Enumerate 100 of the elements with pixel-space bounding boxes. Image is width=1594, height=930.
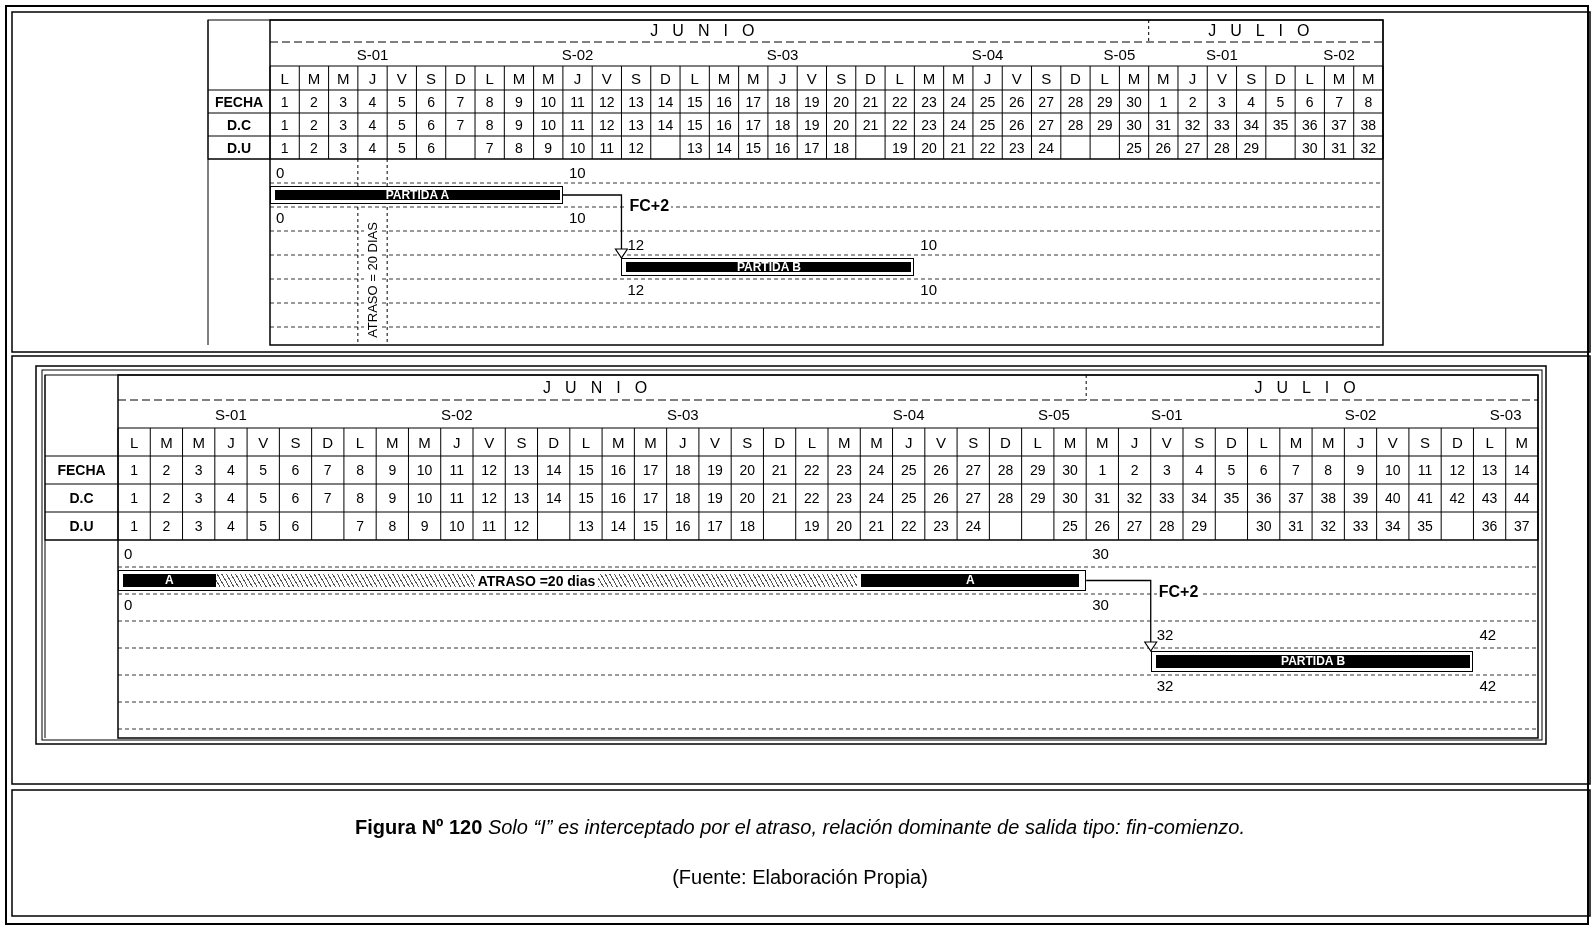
table-cell-text: 25 — [1061, 517, 1079, 536]
table-cell-text: 21 — [861, 92, 880, 112]
table-cell-text: 30 — [1061, 489, 1079, 508]
table-cell-text: 19 — [803, 115, 821, 135]
dependency-arrow — [562, 194, 629, 259]
week-header: S-02 — [440, 404, 474, 425]
table-cell-text: 31 — [1093, 489, 1112, 508]
table-cell-text: 11 — [569, 92, 586, 112]
week-header: S-03 — [765, 44, 800, 65]
table-cell-text: 18 — [773, 115, 792, 135]
table-cell-text: 10 — [1383, 461, 1402, 480]
table-cell-text: 15 — [685, 92, 704, 112]
table-cell-text: 38 — [1359, 115, 1378, 135]
table-cell-text: 3 — [193, 489, 204, 508]
table-cell-text: 4 — [1246, 92, 1257, 112]
row-header: FECHA — [56, 461, 107, 480]
source-note: (Fuente: Elaboración Propia) — [671, 865, 929, 890]
table-cell-text: 22 — [899, 517, 918, 536]
week-header: S-01 — [355, 44, 390, 65]
table-cell-text: 22 — [803, 489, 821, 508]
day-letter-cell-text: V — [1010, 68, 1023, 89]
table-cell-text: 35 — [1222, 489, 1241, 508]
week-header: S-02 — [1322, 44, 1356, 65]
week-header: S-03 — [1488, 404, 1523, 425]
bar-value: 32 — [1156, 626, 1174, 644]
day-letter-cell-text: S — [967, 432, 980, 453]
table-cell-text: 13 — [685, 138, 704, 158]
bar-value: 0 — [124, 596, 133, 614]
table-cell-text: 5 — [258, 489, 269, 508]
table-cell-text: 13 — [627, 92, 645, 112]
day-letter-cell-text: L — [1484, 432, 1495, 453]
table-cell-text: 36 — [1254, 489, 1273, 508]
day-letter-cell-text: J — [777, 68, 788, 89]
table-cell-text: 4 — [367, 138, 378, 158]
day-letter-cell-text: S — [1419, 432, 1432, 453]
table-cell-text: 5 — [396, 92, 407, 112]
table-cell-text: 1 — [129, 489, 140, 508]
table-cell-text: 13 — [512, 461, 531, 480]
table-cell-text: 16 — [609, 461, 627, 480]
table-cell-text: 43 — [1480, 489, 1499, 508]
day-letter-cell-text: V — [934, 432, 947, 453]
table-cell-text: 15 — [641, 517, 660, 536]
table-cell-text: 20 — [832, 92, 850, 112]
table-cell-text: 5 — [396, 115, 407, 135]
month-header: JULIO — [1253, 377, 1371, 398]
day-letter-cell-text: M — [1331, 68, 1347, 89]
table-cell-text: 15 — [744, 138, 763, 158]
table-cell-text: 31 — [1330, 138, 1348, 158]
day-letter-cell-text: L — [1099, 68, 1110, 89]
day-letter-cell-text: J — [903, 432, 914, 453]
table-cell-text: 21 — [770, 461, 789, 480]
bar-value: 10 — [920, 236, 938, 254]
table-cell-text: 9 — [1355, 461, 1366, 480]
task-bar — [118, 570, 1087, 591]
table-cell-text: 3 — [338, 92, 349, 112]
week-header: S-01 — [1150, 404, 1184, 425]
table-cell-text: 24 — [949, 115, 968, 135]
table-cell-text: 33 — [1351, 517, 1370, 536]
day-letter-cell-text: J — [572, 68, 583, 89]
table-cell-text: 32 — [1359, 138, 1378, 158]
day-letter-cell-text: M — [1126, 68, 1142, 89]
day-letter-cell-text: D — [1069, 68, 1082, 89]
table-cell-text: 7 — [484, 138, 495, 158]
day-letter-cell-text: M — [951, 68, 966, 89]
table-cell-text: 27 — [1037, 115, 1055, 135]
day-letter-cell-text: D — [1224, 432, 1238, 453]
table-cell-text: 22 — [890, 115, 909, 135]
week-header: S-04 — [970, 44, 1005, 65]
table-cell-text: 35 — [1416, 517, 1434, 536]
table-cell-text: 41 — [1416, 489, 1434, 508]
table-cell-text: 18 — [673, 461, 692, 480]
table-cell-text: 1 — [129, 461, 140, 480]
bar-value: 0 — [276, 209, 285, 227]
table-cell-text: 30 — [1061, 461, 1079, 480]
table-cell-text: 4 — [1194, 461, 1205, 480]
bar-value: 30 — [1092, 545, 1109, 563]
day-letter-cell-text: S — [1193, 432, 1206, 453]
table-cell-text: 33 — [1213, 115, 1231, 135]
week-header: S-05 — [1037, 404, 1071, 425]
table-cell-text: 25 — [899, 489, 918, 508]
table-cell-text: 4 — [226, 461, 236, 480]
day-letter-cell-text: S — [289, 432, 302, 453]
day-letter-cell-text: S — [515, 432, 528, 453]
table-cell-text: 2 — [161, 461, 172, 480]
table-cell-text: 28 — [1066, 92, 1085, 112]
day-letter-cell-text: M — [541, 68, 556, 89]
table-cell-text: 5 — [258, 461, 269, 480]
table-cell-text: 3 — [1161, 461, 1172, 480]
table-cell-text: 2 — [161, 517, 172, 536]
bar-value: 10 — [568, 209, 586, 227]
table-cell-text: 31 — [1154, 115, 1173, 135]
table-cell-text: 4 — [367, 115, 378, 135]
table-cell-text: 10 — [415, 461, 434, 480]
table-cell-text: 22 — [890, 92, 909, 112]
table-cell-text: 6 — [1258, 461, 1269, 480]
table-cell-text: 19 — [890, 138, 909, 158]
table-cell-text: 30 — [1300, 138, 1319, 158]
day-letter-cell-text: D — [658, 68, 672, 89]
table-cell-text: 31 — [1287, 517, 1305, 536]
bar-value: 30 — [1092, 596, 1109, 614]
